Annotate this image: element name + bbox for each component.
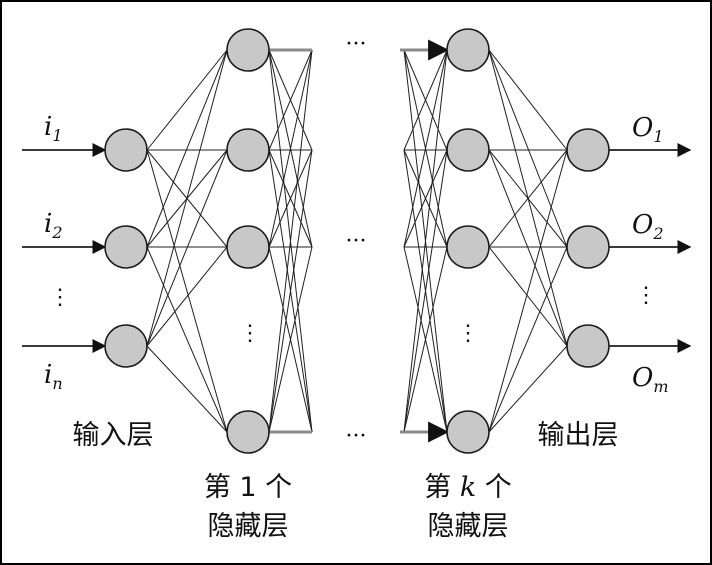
input-label-n: in xyxy=(44,360,63,393)
hidden-layer-1-label-line1: 第 1 个 xyxy=(204,472,292,503)
output-node-3 xyxy=(566,324,610,368)
hidden1-node-3 xyxy=(226,225,270,269)
edge-fan4-to-hknode2 xyxy=(403,149,448,433)
hidden-layer-k-label-line1: 第 k 个 xyxy=(424,472,512,503)
edge-hknode2-to-output3 xyxy=(488,149,568,347)
edge-input2-to-h1node4 xyxy=(146,246,228,433)
hiddenk-node-2 xyxy=(446,128,490,172)
edge-input1-to-h1node4 xyxy=(146,149,228,433)
edge-fan2-to-hknode1 xyxy=(403,49,448,151)
hidden1-node-1 xyxy=(226,28,270,72)
io-arrows xyxy=(22,143,692,353)
edge-h1node4-fan3 xyxy=(268,246,313,433)
edge-h1node3-fan2 xyxy=(268,149,313,248)
edge-h1node2-fan1 xyxy=(268,49,313,151)
connection-edges xyxy=(146,39,568,443)
edge-input1-to-h1node1 xyxy=(146,49,228,151)
hiddenk-node-1 xyxy=(446,28,490,72)
edge-fan4-to-hknode1 xyxy=(403,49,448,433)
ellipsis-output-column: ⋮ xyxy=(635,283,657,308)
edge-hknode4-to-output3 xyxy=(488,345,568,433)
edge-h1node4-fan2 xyxy=(268,149,313,433)
edge-fan3-to-hknode2 xyxy=(403,149,448,248)
hiddenk-node-3 xyxy=(446,225,490,269)
edge-hknode3-to-output3 xyxy=(488,246,568,347)
edge-input3-to-h1node1 xyxy=(146,49,228,347)
hidden-layer-k-label-line2: 隐藏层 xyxy=(428,511,509,542)
edge-hknode1-to-output2 xyxy=(488,49,568,248)
ellipsis-input-column: ⋮ xyxy=(49,285,71,310)
hidden1-node-4 xyxy=(226,410,270,454)
input-layer-label: 输入层 xyxy=(73,420,154,451)
ellipsis-between-hidden-top: ··· xyxy=(346,32,367,57)
edge-hknode3-to-output1 xyxy=(488,149,568,248)
input-label-1: i1 xyxy=(44,112,63,145)
hidden1-node-2 xyxy=(226,128,270,172)
hiddenk-node-4 xyxy=(446,410,490,454)
edge-fan4-to-hknode3 xyxy=(403,246,448,433)
output-layer-label: 输出层 xyxy=(538,420,619,451)
output-label-2: O2 xyxy=(632,210,664,243)
output-label-1: O1 xyxy=(632,113,664,146)
input-node-1 xyxy=(104,128,148,172)
edge-hknode4-to-output2 xyxy=(488,246,568,433)
input-label-2: i2 xyxy=(44,209,63,242)
edge-input3-to-h1node2 xyxy=(146,149,228,347)
output-label-m: Om xyxy=(632,363,669,396)
edge-input3-to-h1node3 xyxy=(146,246,228,347)
edge-h1node3-fan1 xyxy=(268,49,313,248)
edge-input3-to-h1node4 xyxy=(146,345,228,433)
input-node-2 xyxy=(104,225,148,269)
output-node-2 xyxy=(566,225,610,269)
edge-h1node4-fan1 xyxy=(268,49,313,433)
edge-input2-to-h1node1 xyxy=(146,49,228,248)
hidden-layer-1-label-line2: 隐藏层 xyxy=(208,511,289,542)
output-node-1 xyxy=(566,128,610,172)
ellipsis-hiddenk-column: ⋮ xyxy=(457,321,479,346)
ellipsis-hidden1-column: ⋮ xyxy=(239,321,261,346)
input-node-3 xyxy=(104,324,148,368)
edge-fan3-to-hknode1 xyxy=(403,49,448,248)
neuron-nodes xyxy=(104,28,610,454)
ellipsis-between-hidden-middle: ··· xyxy=(346,229,367,254)
edge-hknode1-to-output1 xyxy=(488,49,568,151)
edge-hknode4-to-output1 xyxy=(488,149,568,433)
ellipsis-between-hidden-bottom: ··· xyxy=(346,424,367,449)
